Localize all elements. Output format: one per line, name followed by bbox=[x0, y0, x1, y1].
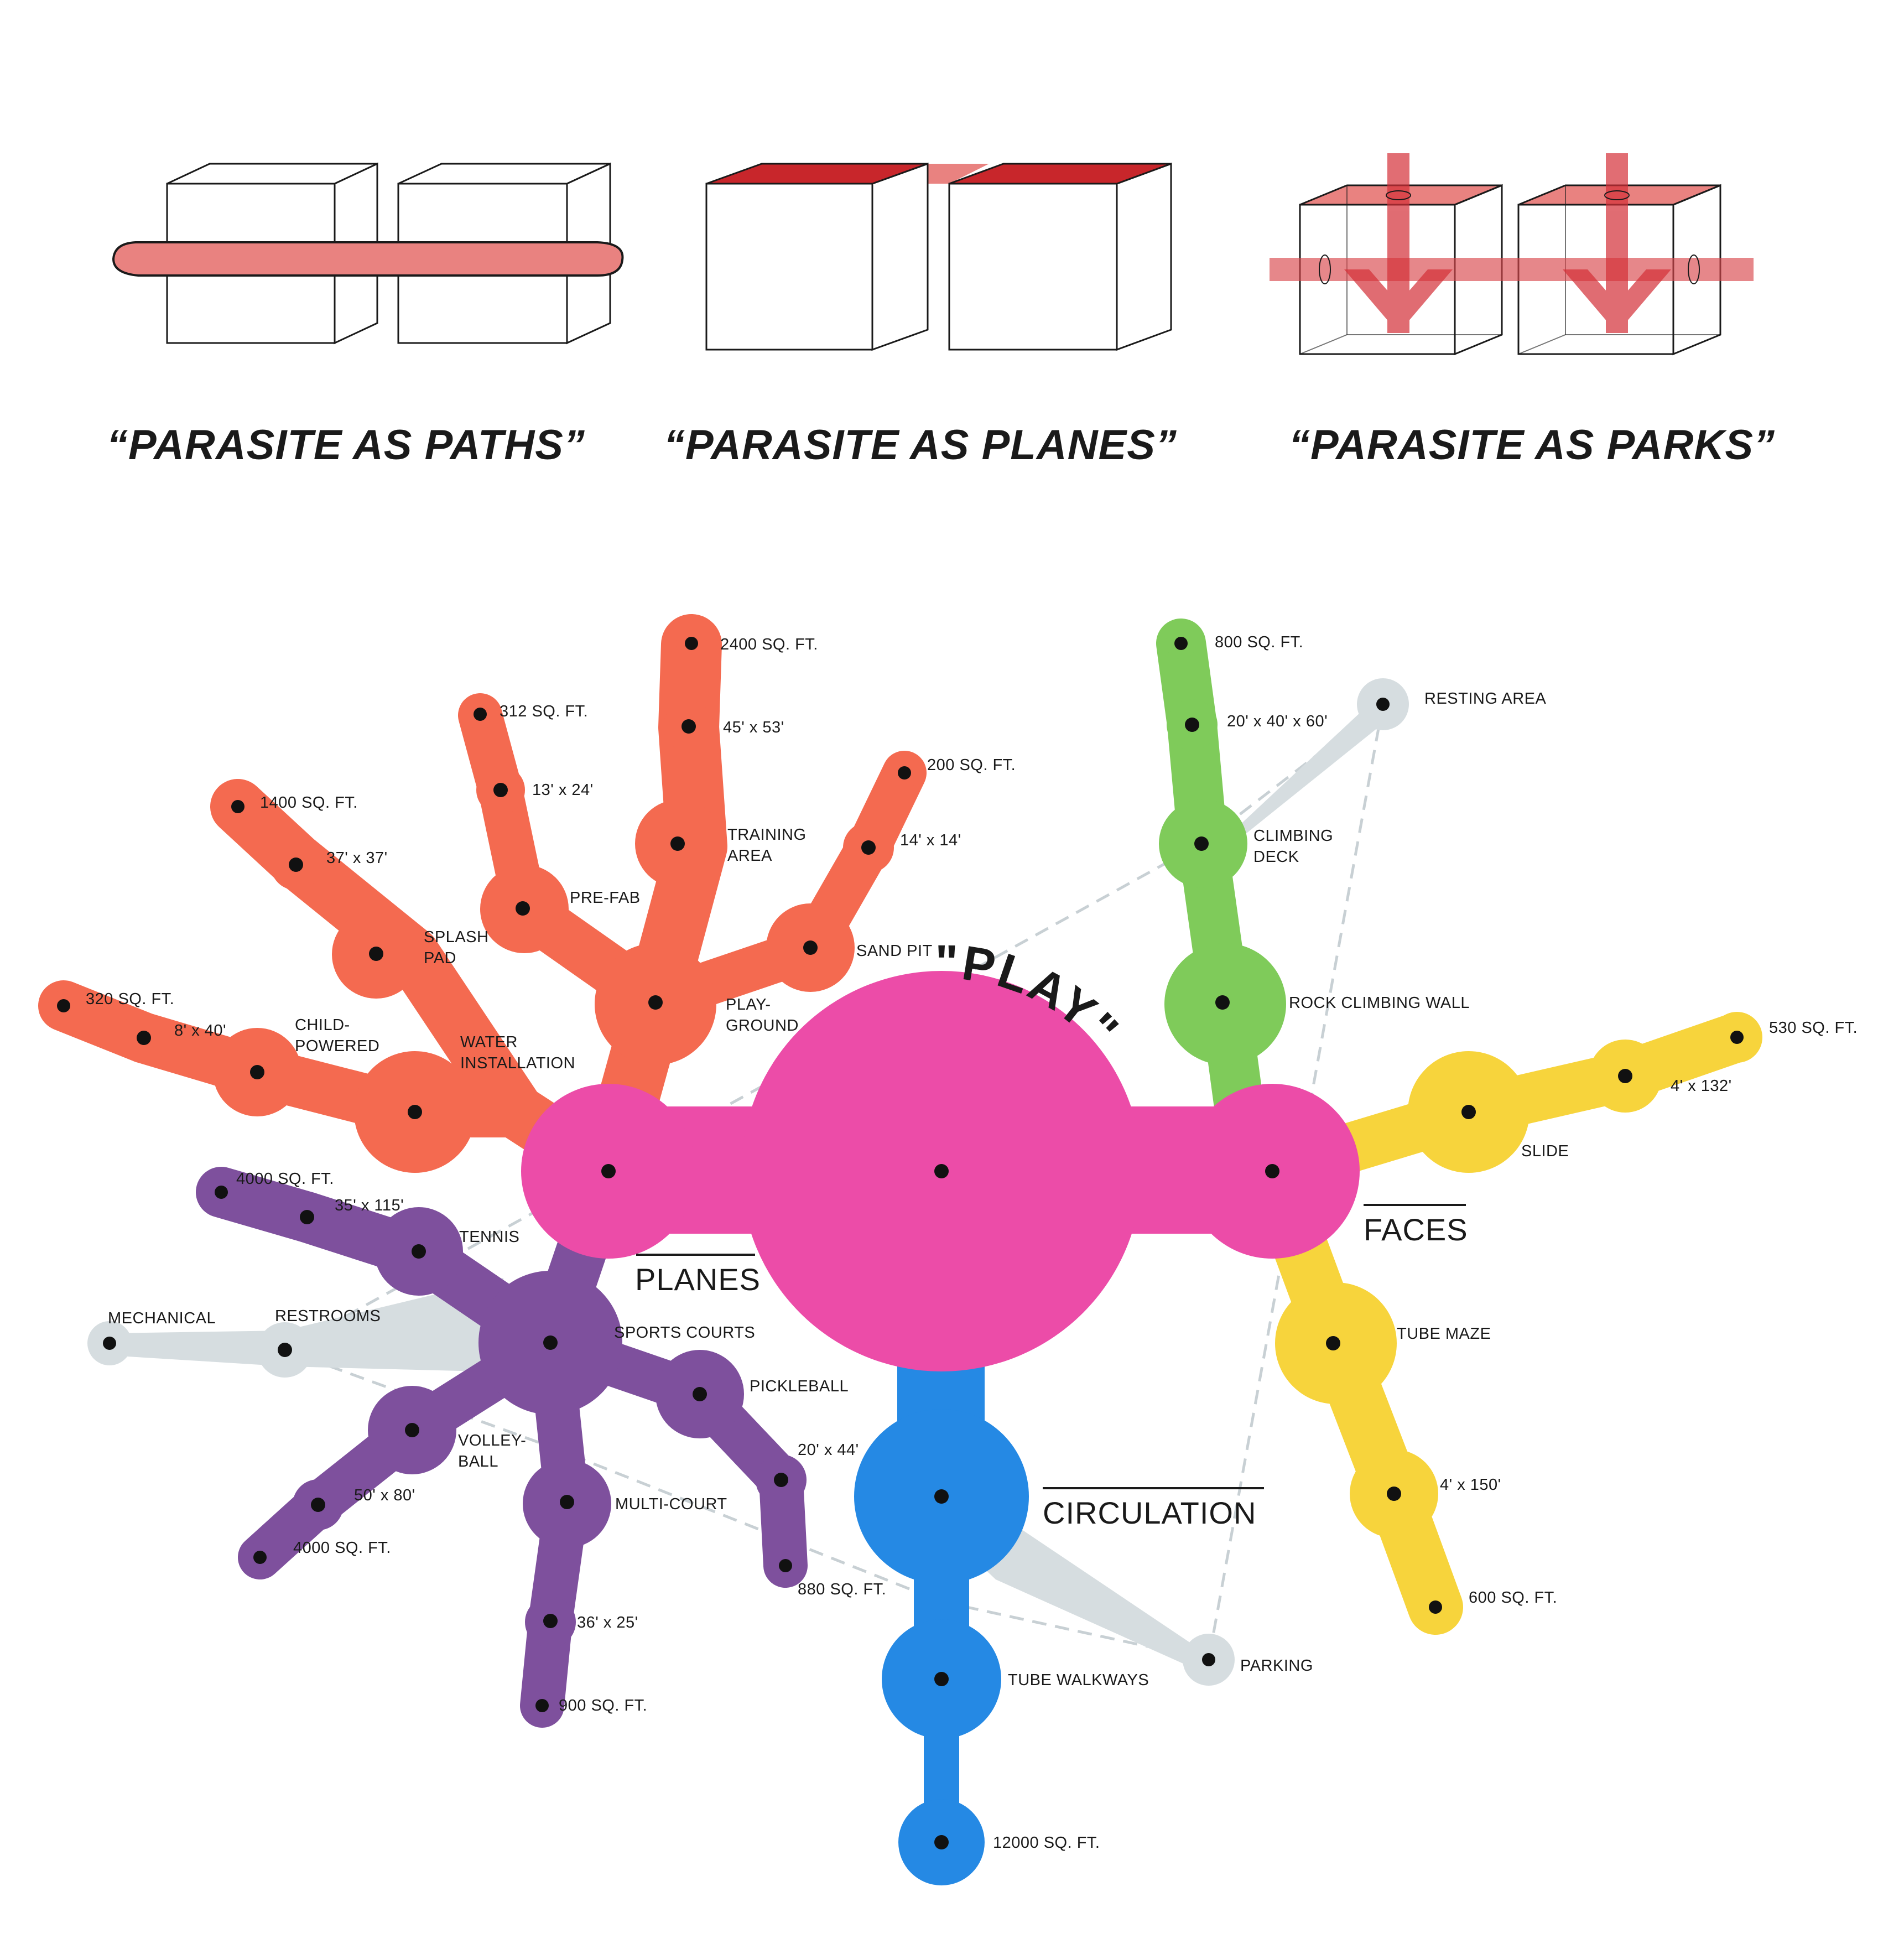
label-4x150: 4' x 150' bbox=[1440, 1476, 1501, 1494]
category-planes: PLANES bbox=[635, 1262, 761, 1297]
parasite-parks-diagram bbox=[1270, 153, 1754, 356]
hole-icon bbox=[1604, 190, 1630, 200]
category-headings: PLANES FACES CIRCULATION bbox=[635, 1204, 1468, 1530]
label-restrooms: RESTROOMS bbox=[275, 1307, 381, 1325]
hole-icon bbox=[1688, 254, 1700, 284]
label-4000-sqft-volleyball: 4000 SQ. FT. bbox=[293, 1539, 391, 1557]
label-880-sqft: 880 SQ. FT. bbox=[798, 1581, 886, 1598]
label-tube-maze: TUBE MAZE bbox=[1397, 1325, 1491, 1343]
label-volleyball: VOLLEY-BALL bbox=[458, 1432, 526, 1470]
label-50x80: 50' x 80' bbox=[354, 1487, 415, 1504]
yellow-labels: 530 SQ. FT. 4' x 132' SLIDE TUBE MAZE 4'… bbox=[1397, 1019, 1858, 1607]
label-35x115: 35' x 115' bbox=[335, 1197, 404, 1214]
park-arrow-right bbox=[1563, 153, 1671, 333]
grey-labels: RESTING AREA MECHANICAL RESTROOMS PARKIN… bbox=[108, 690, 1546, 1675]
label-pre-fab: PRE-FAB bbox=[570, 889, 641, 907]
label-resting-area: RESTING AREA bbox=[1424, 690, 1546, 708]
play-hub bbox=[521, 971, 1360, 1371]
label-playground: PLAY-GROUND bbox=[726, 996, 799, 1035]
label-2400-sqft: 2400 SQ. FT. bbox=[720, 636, 818, 653]
red-roof-plane bbox=[706, 163, 928, 185]
label-rock-climbing-wall: ROCK CLIMBING WALL bbox=[1289, 994, 1470, 1012]
label-20x44: 20' x 44' bbox=[798, 1441, 859, 1459]
label-slide: SLIDE bbox=[1521, 1142, 1569, 1160]
blue-labels: TUBE WALKWAYS 12000 SQ. FT. bbox=[993, 1671, 1149, 1852]
category-circulation: CIRCULATION bbox=[1043, 1495, 1256, 1530]
label-child-powered: CHILD-POWERED bbox=[295, 1016, 379, 1055]
label-8x40: 8' x 40' bbox=[174, 1022, 226, 1040]
path-band bbox=[112, 241, 624, 277]
label-200-sqft: 200 SQ. FT. bbox=[927, 756, 1016, 774]
purple-labels: 4000 SQ. FT. 35' x 115' TENNIS SPORTS CO… bbox=[236, 1170, 886, 1714]
label-45x53: 45' x 53' bbox=[723, 719, 784, 736]
label-sand-pit: SAND PIT bbox=[856, 942, 933, 960]
yellow-branches bbox=[1245, 1012, 1762, 1635]
label-tube-walkways: TUBE WALKWAYS bbox=[1008, 1671, 1149, 1689]
caption-paths: “PARASITE AS PATHS” bbox=[107, 422, 585, 469]
label-sports-courts: SPORTS COURTS bbox=[614, 1324, 755, 1342]
label-320-sqft: 320 SQ. FT. bbox=[86, 990, 174, 1008]
red-roof-plane bbox=[949, 163, 1172, 185]
label-37x37: 37' x 37' bbox=[326, 849, 388, 867]
caption-parks: “PARASITE AS PARKS” bbox=[1289, 422, 1775, 469]
caption-planes: “PARASITE AS PLANES” bbox=[664, 422, 1177, 469]
label-parking: PARKING bbox=[1240, 1657, 1313, 1675]
label-800-sqft: 800 SQ. FT. bbox=[1215, 633, 1303, 651]
label-13x24: 13' x 24' bbox=[532, 781, 594, 799]
green-branch bbox=[1156, 619, 1286, 1131]
label-multi-court: MULTI-COURT bbox=[615, 1495, 727, 1513]
label-mechanical: MECHANICAL bbox=[108, 1309, 216, 1327]
hole-icon bbox=[1386, 190, 1411, 200]
node-dots bbox=[57, 637, 1744, 1849]
park-horizontal-band bbox=[1270, 258, 1754, 281]
hole-icon bbox=[1319, 254, 1331, 284]
label-4x132: 4' x 132' bbox=[1671, 1077, 1732, 1095]
parasite-planes-diagram bbox=[705, 162, 1172, 351]
label-14x14: 14' x 14' bbox=[900, 832, 961, 849]
label-36x25: 36' x 25' bbox=[577, 1614, 638, 1631]
label-12000-sqft: 12000 SQ. FT. bbox=[993, 1834, 1100, 1852]
label-tennis: TENNIS bbox=[459, 1228, 519, 1246]
label-1400-sqft: 1400 SQ. FT. bbox=[260, 794, 358, 812]
label-900-sqft: 900 SQ. FT. bbox=[559, 1697, 647, 1714]
label-530-sqft: 530 SQ. FT. bbox=[1769, 1019, 1858, 1037]
cube-right bbox=[948, 162, 1172, 351]
label-pickleball: PICKLEBALL bbox=[750, 1378, 849, 1395]
label-20x40x60: 20' x 40' x 60' bbox=[1227, 713, 1328, 730]
label-312-sqft: 312 SQ. FT. bbox=[500, 703, 588, 720]
park-arrow-left bbox=[1344, 153, 1453, 333]
category-faces: FACES bbox=[1364, 1212, 1468, 1247]
label-4000-sqft-tennis: 4000 SQ. FT. bbox=[236, 1170, 334, 1188]
cube-left bbox=[705, 162, 929, 351]
label-600-sqft: 600 SQ. FT. bbox=[1469, 1589, 1557, 1607]
parasite-paths-diagram bbox=[112, 162, 624, 345]
